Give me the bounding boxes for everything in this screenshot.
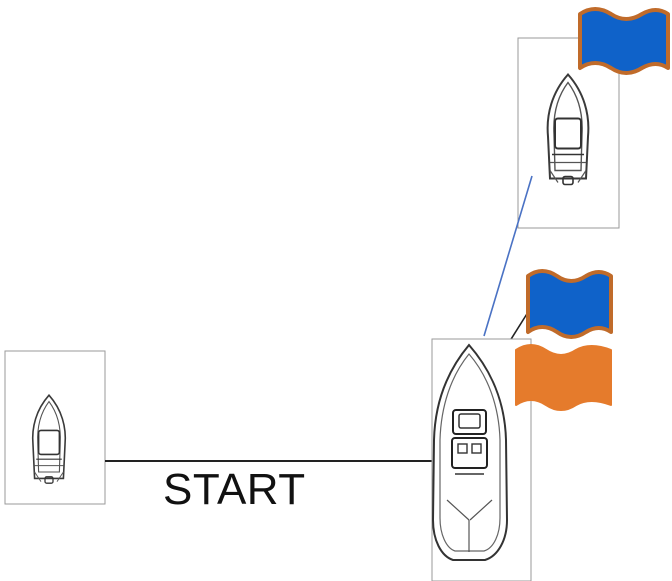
- connector-line-blue: [484, 176, 532, 336]
- orange-flag: [516, 345, 611, 410]
- blue-flag-middle: [528, 271, 611, 337]
- caption-strip: [0, 565, 672, 581]
- start-label: START: [163, 468, 306, 512]
- left-boat-box: [5, 351, 105, 504]
- blue-flag-top: [580, 9, 668, 73]
